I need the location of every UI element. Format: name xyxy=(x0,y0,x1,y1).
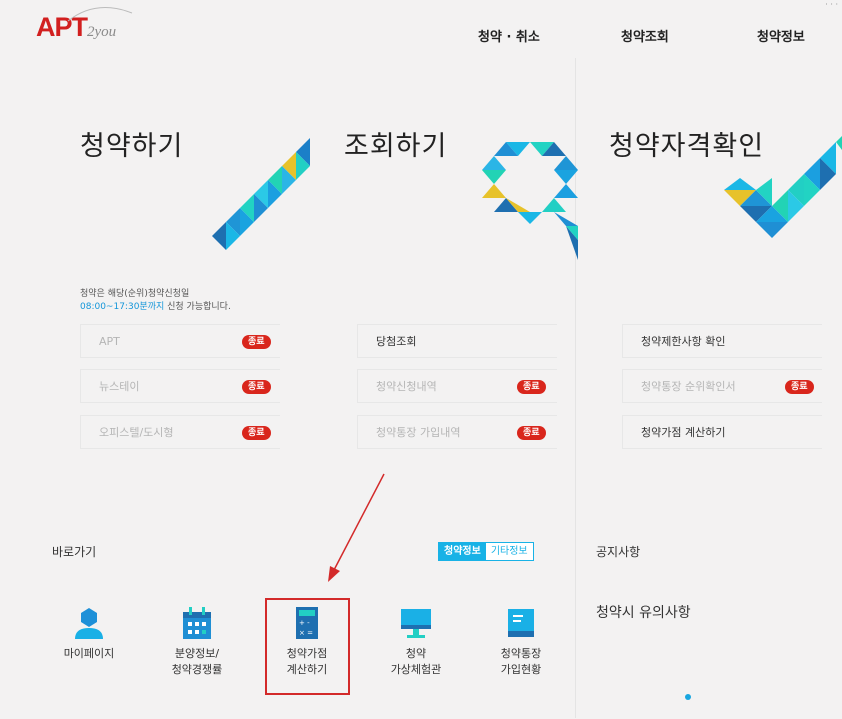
shortcut-tabs: 청약정보 기타정보 xyxy=(438,542,534,561)
tab-subscription-info[interactable]: 청약정보 xyxy=(439,543,486,560)
inquiry-title[interactable]: 조회하기 xyxy=(344,131,448,162)
apply-item-label: APT xyxy=(99,334,120,348)
nav-apply-cancel[interactable]: 청약 · 취소 xyxy=(478,30,540,45)
qualify-item-label: 청약제한사항 확인 xyxy=(641,335,726,348)
apply-hours-notice: 청약은 해당(순위)청약신청일 08:00~17:30분까지 신청 가능합니다. xyxy=(80,288,231,314)
inquiry-item-label: 당첨조회 xyxy=(376,335,417,348)
apply-item-officetel[interactable]: 오피스텔/도시형 종료 xyxy=(80,415,280,449)
notice-rest: 신청 가능합니다. xyxy=(164,302,231,312)
qualify-item-label: 청약통장 순위확인서 xyxy=(641,380,736,393)
pencil-graphic-icon xyxy=(212,138,310,250)
checkmark-graphic-icon xyxy=(724,136,842,238)
shortcut-label-line2: 가입현황 xyxy=(500,663,542,676)
apply-item-label: 오피스텔/도시형 xyxy=(99,426,174,439)
shortcuts-title: 바로가기 xyxy=(52,545,97,559)
qualify-item-label: 청약가점 계산하기 xyxy=(641,426,726,439)
notice-time: 08:00~17:30분까지 xyxy=(80,302,165,312)
svg-text:× =: × = xyxy=(299,629,313,637)
apt2you-logo[interactable]: APT2you xyxy=(36,12,116,43)
svg-text:+ -: + - xyxy=(299,619,310,627)
notices-title[interactable]: 공지사항 xyxy=(596,545,641,559)
notice-line1: 청약은 해당(순위)청약신청일 xyxy=(80,289,190,299)
shortcut-label-line2: 가상체험관 xyxy=(390,663,442,676)
inquiry-item-label: 청약신청내역 xyxy=(376,380,437,393)
qualify-item-restrictions[interactable]: 청약제한사항 확인 xyxy=(622,324,822,358)
inquiry-item-application-history[interactable]: 청약신청내역 종료 xyxy=(357,369,557,403)
person-icon xyxy=(75,608,103,639)
status-badge: 종료 xyxy=(517,426,546,440)
status-badge: 종료 xyxy=(242,426,271,440)
shortcut-score-calculator[interactable]: + - × = 청약가점 계산하기 xyxy=(262,606,352,678)
logo-swoosh-icon xyxy=(67,7,133,22)
inquiry-item-win-result[interactable]: 당첨조회 xyxy=(357,324,557,358)
status-badge: 종료 xyxy=(242,335,271,349)
shortcut-virtual-experience[interactable]: 청약 가상체험관 xyxy=(371,606,461,678)
monitor-icon xyxy=(401,609,431,638)
carousel-dot[interactable] xyxy=(685,694,691,700)
highlight-box-annotation xyxy=(265,598,350,695)
top-utility-links[interactable]: · · · xyxy=(825,0,838,9)
qualify-item-rank-certificate[interactable]: 청약통장 순위확인서 종료 xyxy=(622,369,822,403)
shortcut-label-line2: 계산하기 xyxy=(286,663,328,676)
magnifier-graphic-icon xyxy=(482,142,578,260)
shortcut-label-line1: 마이페이지 xyxy=(63,647,115,660)
shortcut-label-line1: 청약 xyxy=(405,647,427,660)
qualify-title[interactable]: 청약자격확인 xyxy=(609,131,765,162)
apply-title[interactable]: 청약하기 xyxy=(80,131,184,162)
apply-item-newstay[interactable]: 뉴스테이 종료 xyxy=(80,369,280,403)
shortcut-label-line1: 청약통장 xyxy=(500,647,542,660)
calculator-icon: + - × = xyxy=(296,607,318,639)
shortcut-label-line1: 분양정보/ xyxy=(174,647,220,660)
column-divider xyxy=(575,58,576,718)
status-badge: 종료 xyxy=(242,380,271,394)
apply-item-apt[interactable]: APT 종료 xyxy=(80,324,280,358)
inquiry-item-label: 청약통장 가입내역 xyxy=(376,426,461,439)
notice-item[interactable]: 청약시 유의사항 xyxy=(596,605,691,621)
nav-info[interactable]: 청약정보 xyxy=(757,30,805,45)
inquiry-item-account-history[interactable]: 청약통장 가입내역 종료 xyxy=(357,415,557,449)
logo-apt-text: APT xyxy=(36,12,88,42)
calendar-icon xyxy=(183,607,211,639)
nav-inquiry[interactable]: 청약조회 xyxy=(621,30,669,45)
passbook-icon xyxy=(508,609,534,637)
status-badge: 종료 xyxy=(517,380,546,394)
shortcut-sale-info[interactable]: 분양정보/ 청약경쟁률 xyxy=(152,606,242,678)
notice-line2: 08:00~17:30분까지 신청 가능합니다. xyxy=(80,301,231,314)
status-badge: 종료 xyxy=(785,380,814,394)
shortcut-account-status[interactable]: 청약통장 가입현황 xyxy=(476,606,566,678)
tab-other-info[interactable]: 기타정보 xyxy=(485,543,533,560)
logo-suffix-text: 2you xyxy=(87,24,117,40)
red-arrow-annotation-icon xyxy=(328,473,385,582)
shortcut-label-line2: 청약경쟁률 xyxy=(171,663,223,676)
qualify-item-score-calculator[interactable]: 청약가점 계산하기 xyxy=(622,415,822,449)
shortcut-label-line1: 청약가점 xyxy=(286,647,328,660)
shortcut-mypage[interactable]: 마이페이지 xyxy=(44,606,134,662)
apply-item-label: 뉴스테이 xyxy=(99,380,140,393)
